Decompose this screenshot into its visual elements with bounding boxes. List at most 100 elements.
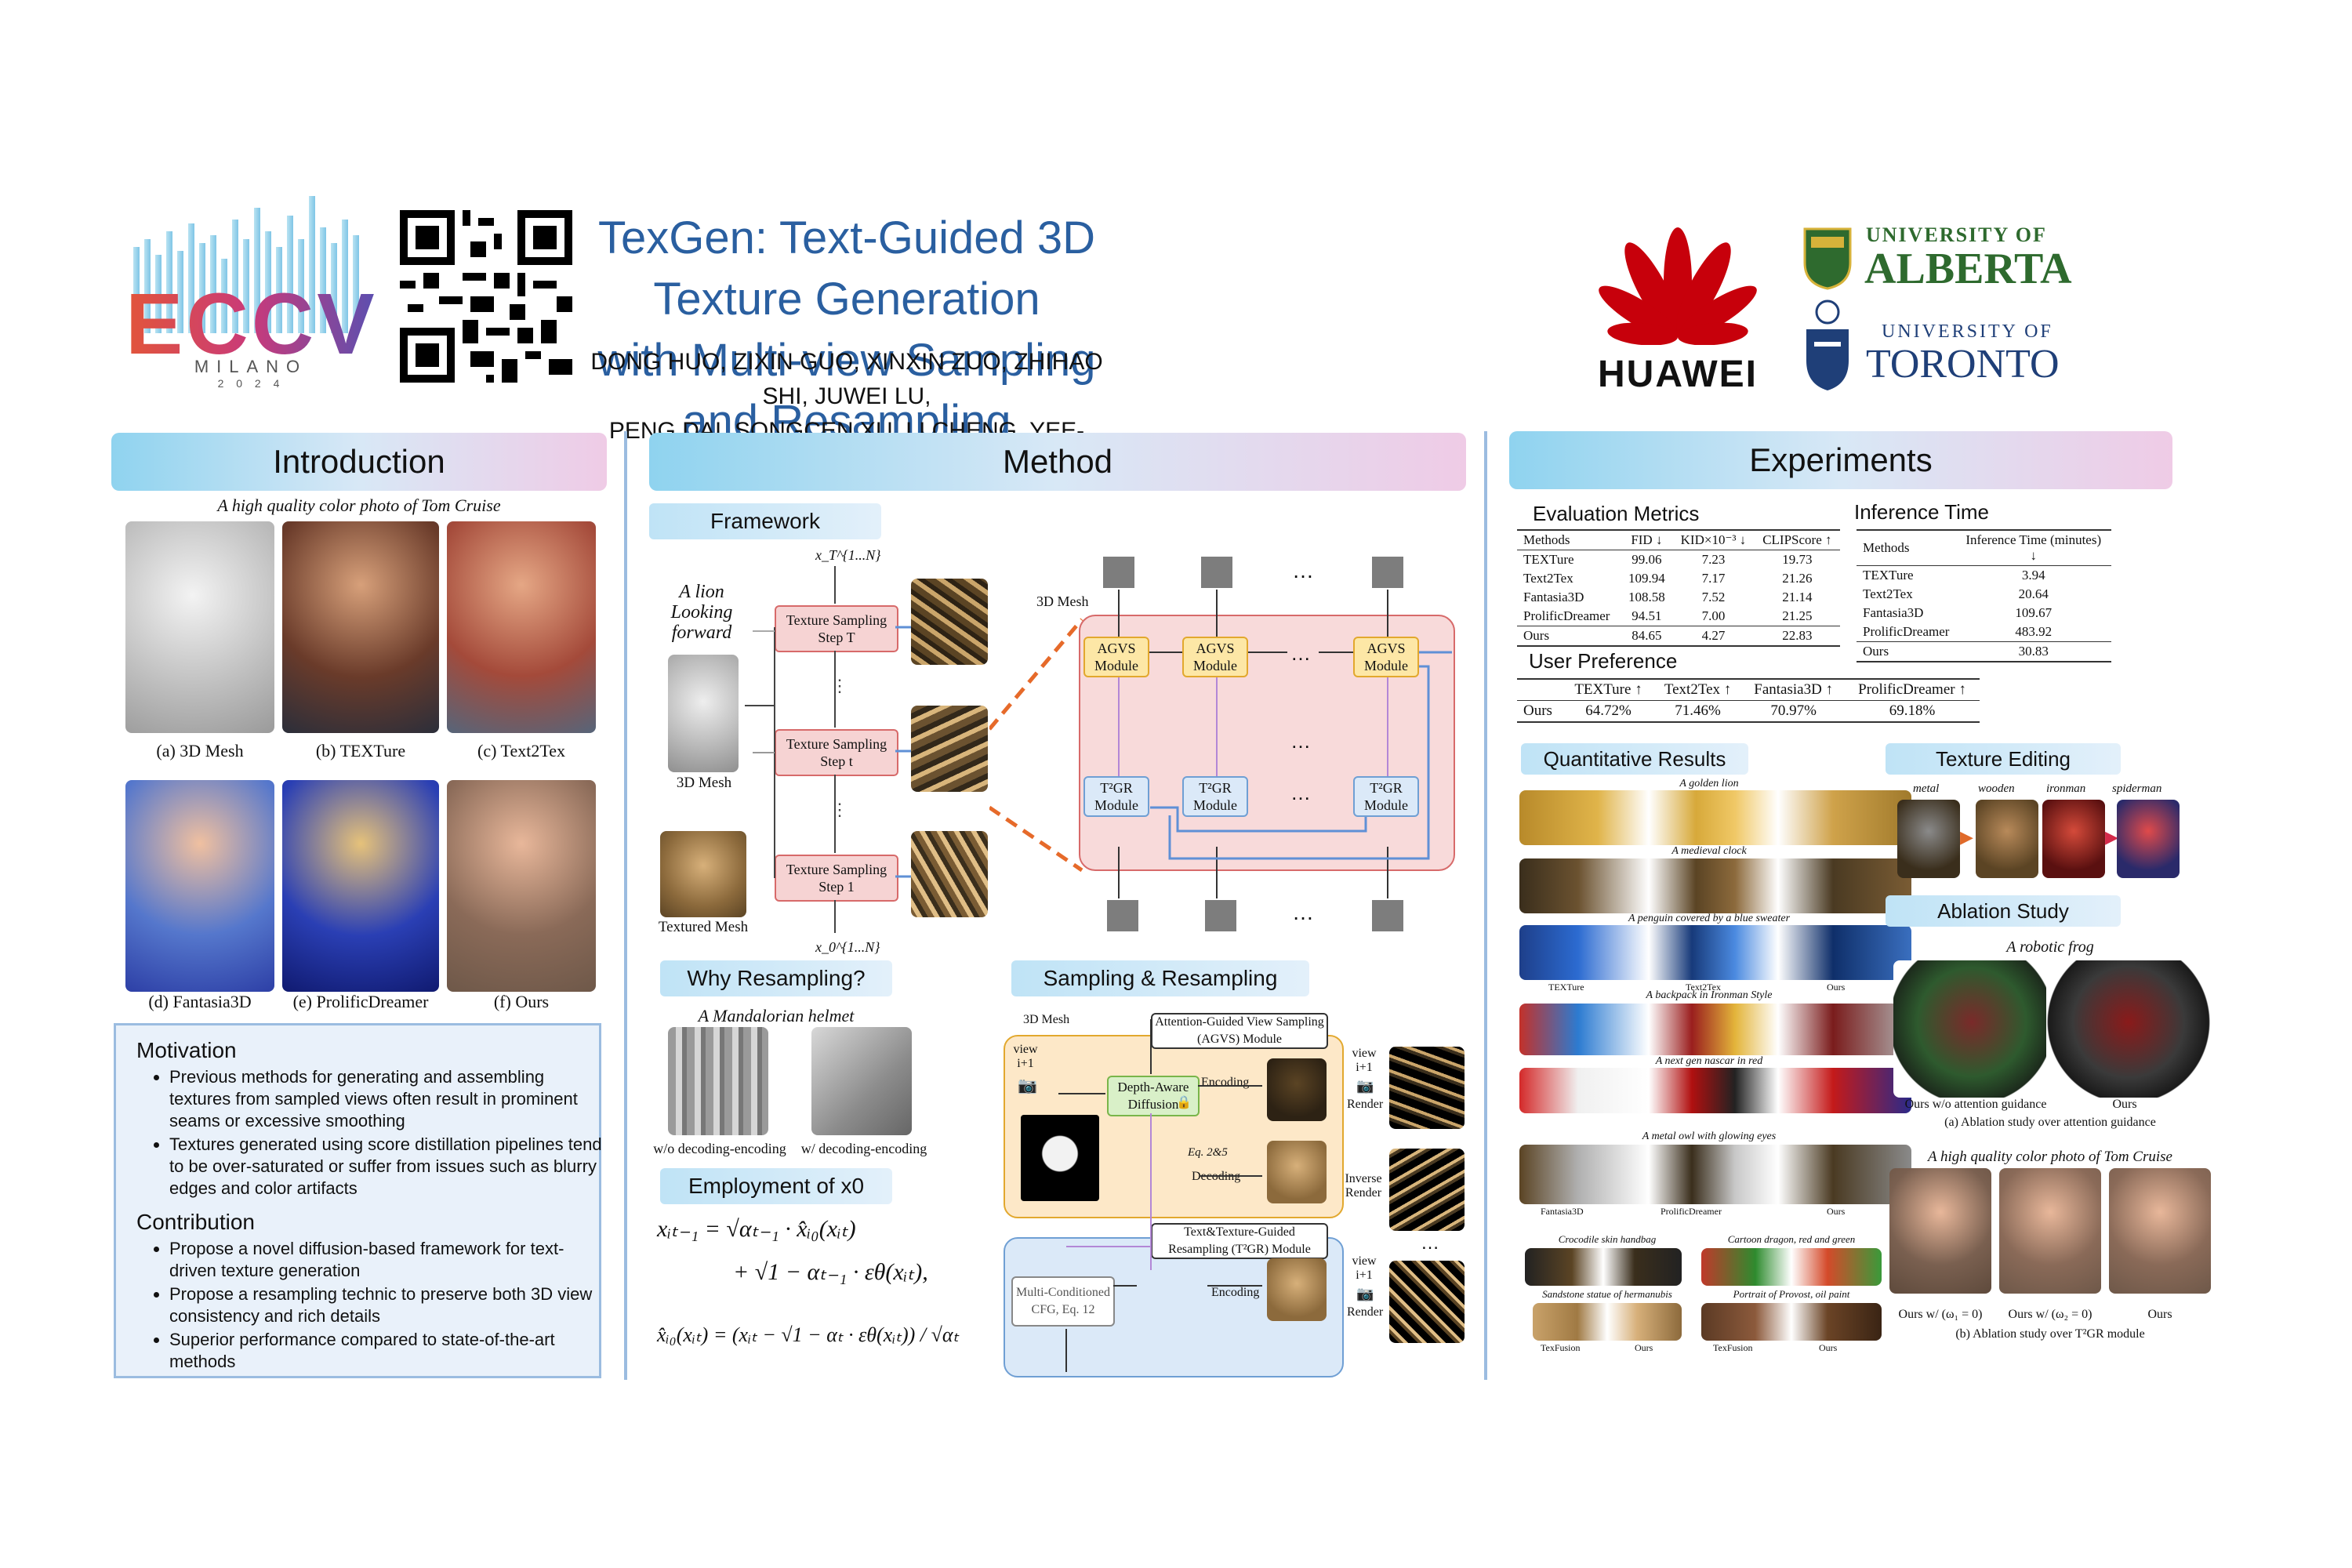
- q-prompt: Cartoon dragon, red and green: [1727, 1233, 1856, 1245]
- toronto-logo: UNIVERSITY OF TORONTO: [1803, 298, 2085, 392]
- preference-title: User Preference: [1529, 649, 1678, 673]
- motivation-title: Motivation: [136, 1038, 237, 1062]
- q-prompt: A medieval clock: [1671, 845, 1747, 857]
- q-prompt: A penguin covered by a blue sweater: [1628, 913, 1791, 924]
- encoding-label-bottom: Encoding: [1211, 1286, 1260, 1299]
- eccv-wordmark: ECCV: [125, 276, 378, 372]
- mesh-bust-image: [125, 521, 274, 733]
- dragon-results: [1701, 1248, 1882, 1286]
- eval-header: FID ↓: [1631, 532, 1663, 547]
- infer-header: Methods: [1863, 540, 1910, 555]
- mesh-label: 3D Mesh: [676, 775, 732, 791]
- eval-header: Methods: [1523, 532, 1570, 547]
- camera-icon: 📷: [1018, 1077, 1037, 1094]
- conference-city: MILANO: [194, 357, 308, 376]
- huawei-petals-icon: [1599, 227, 1757, 346]
- q-prompt: A golden lion: [1679, 778, 1739, 789]
- lion-render-bottom: [1267, 1258, 1327, 1321]
- contribution-item: Propose a novel diffusion-based framewor…: [169, 1238, 608, 1282]
- t2gr-full-label: Text&Texture-Guided Resampling (T²GR) Mo…: [1151, 1223, 1328, 1259]
- framework-bottom-dots: …: [1292, 900, 1314, 924]
- agvs-module-1: AGVS Module: [1083, 637, 1149, 677]
- tom-w2-image: [1999, 1168, 2101, 1294]
- backpack-ironman-image: [2042, 800, 2105, 878]
- abl-b-caption: (b) Ablation study over T²GR module: [1955, 1327, 2145, 1341]
- caption-a: (a) 3D Mesh: [156, 741, 244, 760]
- lion-render-mid: [1267, 1141, 1327, 1203]
- framework-panel: [989, 557, 1455, 931]
- tom-prompt-ablation: A high quality color photo of Tom Cruise: [1928, 1149, 2172, 1165]
- inverse-render-label: Inverse Render: [1345, 1172, 1382, 1200]
- alberta-logo: UNIVERSITY OF ALBERTA: [1803, 223, 2085, 294]
- q-method: Fantasia3D: [1541, 1206, 1584, 1217]
- motivation-item: Textures generated using score distillat…: [169, 1134, 608, 1200]
- evaluation-title: Evaluation Metrics: [1533, 502, 1700, 525]
- abl-a-left: Ours w/o attention guidance: [1904, 1098, 2047, 1111]
- agvs-module-n: AGVS Module: [1353, 637, 1419, 677]
- ablation-subheading: Ablation Study: [1886, 895, 2121, 927]
- alberta-line-2: ALBERTA: [1864, 245, 2072, 293]
- edit-label: ironman: [2046, 782, 2086, 795]
- edit-label: wooden: [1978, 782, 2015, 795]
- motivation-item: Previous methods for generating and asse…: [169, 1066, 608, 1132]
- q-method: Ours: [1827, 982, 1846, 993]
- huawei-wordmark: HUAWEI: [1598, 354, 1758, 395]
- qr-code-icon[interactable]: [400, 210, 572, 383]
- sampling-subheading: Sampling & Resampling: [1011, 960, 1309, 996]
- framework-subheading: Framework: [649, 503, 881, 539]
- owl-metal-image: [1897, 800, 1960, 878]
- frog-prompt: A robotic frog: [2006, 938, 2094, 956]
- infer-header: Inference Time (minutes) ↓: [1965, 532, 2102, 563]
- arrow-right-icon: ▶: [2105, 827, 2118, 847]
- texture-map-top: [1389, 1047, 1465, 1129]
- texture-sampling-step-t: Texture Sampling Step t: [775, 729, 898, 776]
- textured-label: Textured Mesh: [658, 919, 749, 935]
- motivation-list: Previous methods for generating and asse…: [136, 1066, 608, 1201]
- lion-results-row: [1519, 790, 1911, 845]
- framework-arrows: ⋮⋮: [745, 566, 911, 933]
- city-skyline-icon: [133, 196, 359, 333]
- edit-label: spiderman: [2112, 782, 2162, 795]
- texture-dots: …: [1421, 1232, 1439, 1254]
- uv-texture-1: [911, 831, 988, 917]
- uv-texture-t: [911, 706, 988, 792]
- q-method: Ours: [1819, 1342, 1838, 1353]
- column-divider: [1484, 431, 1487, 1380]
- helmet-w-caption: w/ decoding-encoding: [800, 1141, 927, 1156]
- camera-icon-bottom: 📷: [1356, 1286, 1374, 1301]
- q-method: Ours: [1635, 1342, 1653, 1353]
- conference-year: 2 0 2 4: [217, 377, 285, 390]
- t2gr-module-1: T²GR Module: [1083, 776, 1149, 817]
- pref-header: [1517, 679, 1563, 701]
- q-prompt: Sandstone statue of hermanubis: [1542, 1288, 1672, 1300]
- q-prompt: Portrait of Provost, oil paint: [1733, 1288, 1850, 1300]
- lion-mesh-image: [668, 655, 739, 772]
- render-label-bottom: Render: [1347, 1305, 1384, 1319]
- lion-render-top: [1267, 1058, 1327, 1121]
- contribution-title: Contribution: [136, 1210, 255, 1234]
- inference-title: Inference Time: [1854, 500, 1989, 524]
- abl-a-caption: (a) Ablation study over attention guidan…: [1944, 1116, 2156, 1129]
- view-label-left: view i+1: [1013, 1043, 1038, 1070]
- caption-c: (c) Text2Tex: [477, 741, 565, 760]
- preference-table: TEXTure ↑ Text2Tex ↑ Fantasia3D ↑ Prolif…: [1517, 678, 1980, 723]
- employment-subheading: Employment of x0: [660, 1168, 892, 1204]
- q-method: TEXTure: [1548, 982, 1584, 993]
- penguin-results-row: [1519, 925, 1911, 980]
- motivation-box: Motivation Previous methods for generati…: [114, 1023, 602, 1378]
- agvs-dots: …: [1290, 641, 1311, 665]
- introduction-heading: Introduction: [111, 433, 607, 491]
- quantitative-subheading: Quantitative Results: [1521, 743, 1748, 775]
- sampling-mesh-label: 3D Mesh: [1023, 1013, 1070, 1026]
- depth-diffusion-box: Depth-Aware Diffusion: [1107, 1076, 1200, 1116]
- portrait-results: [1701, 1303, 1882, 1341]
- eq-ref: Eq. 2&5: [1188, 1146, 1228, 1159]
- toronto-line-2: TORONTO: [1866, 342, 2060, 387]
- caption-e: (e) ProlificDreamer: [292, 992, 429, 1011]
- formula-1b: + √1 − αₜ₋₁ · εθ(xᵢₜ),: [733, 1259, 928, 1285]
- view-label-bottom: view i+1: [1352, 1254, 1377, 1282]
